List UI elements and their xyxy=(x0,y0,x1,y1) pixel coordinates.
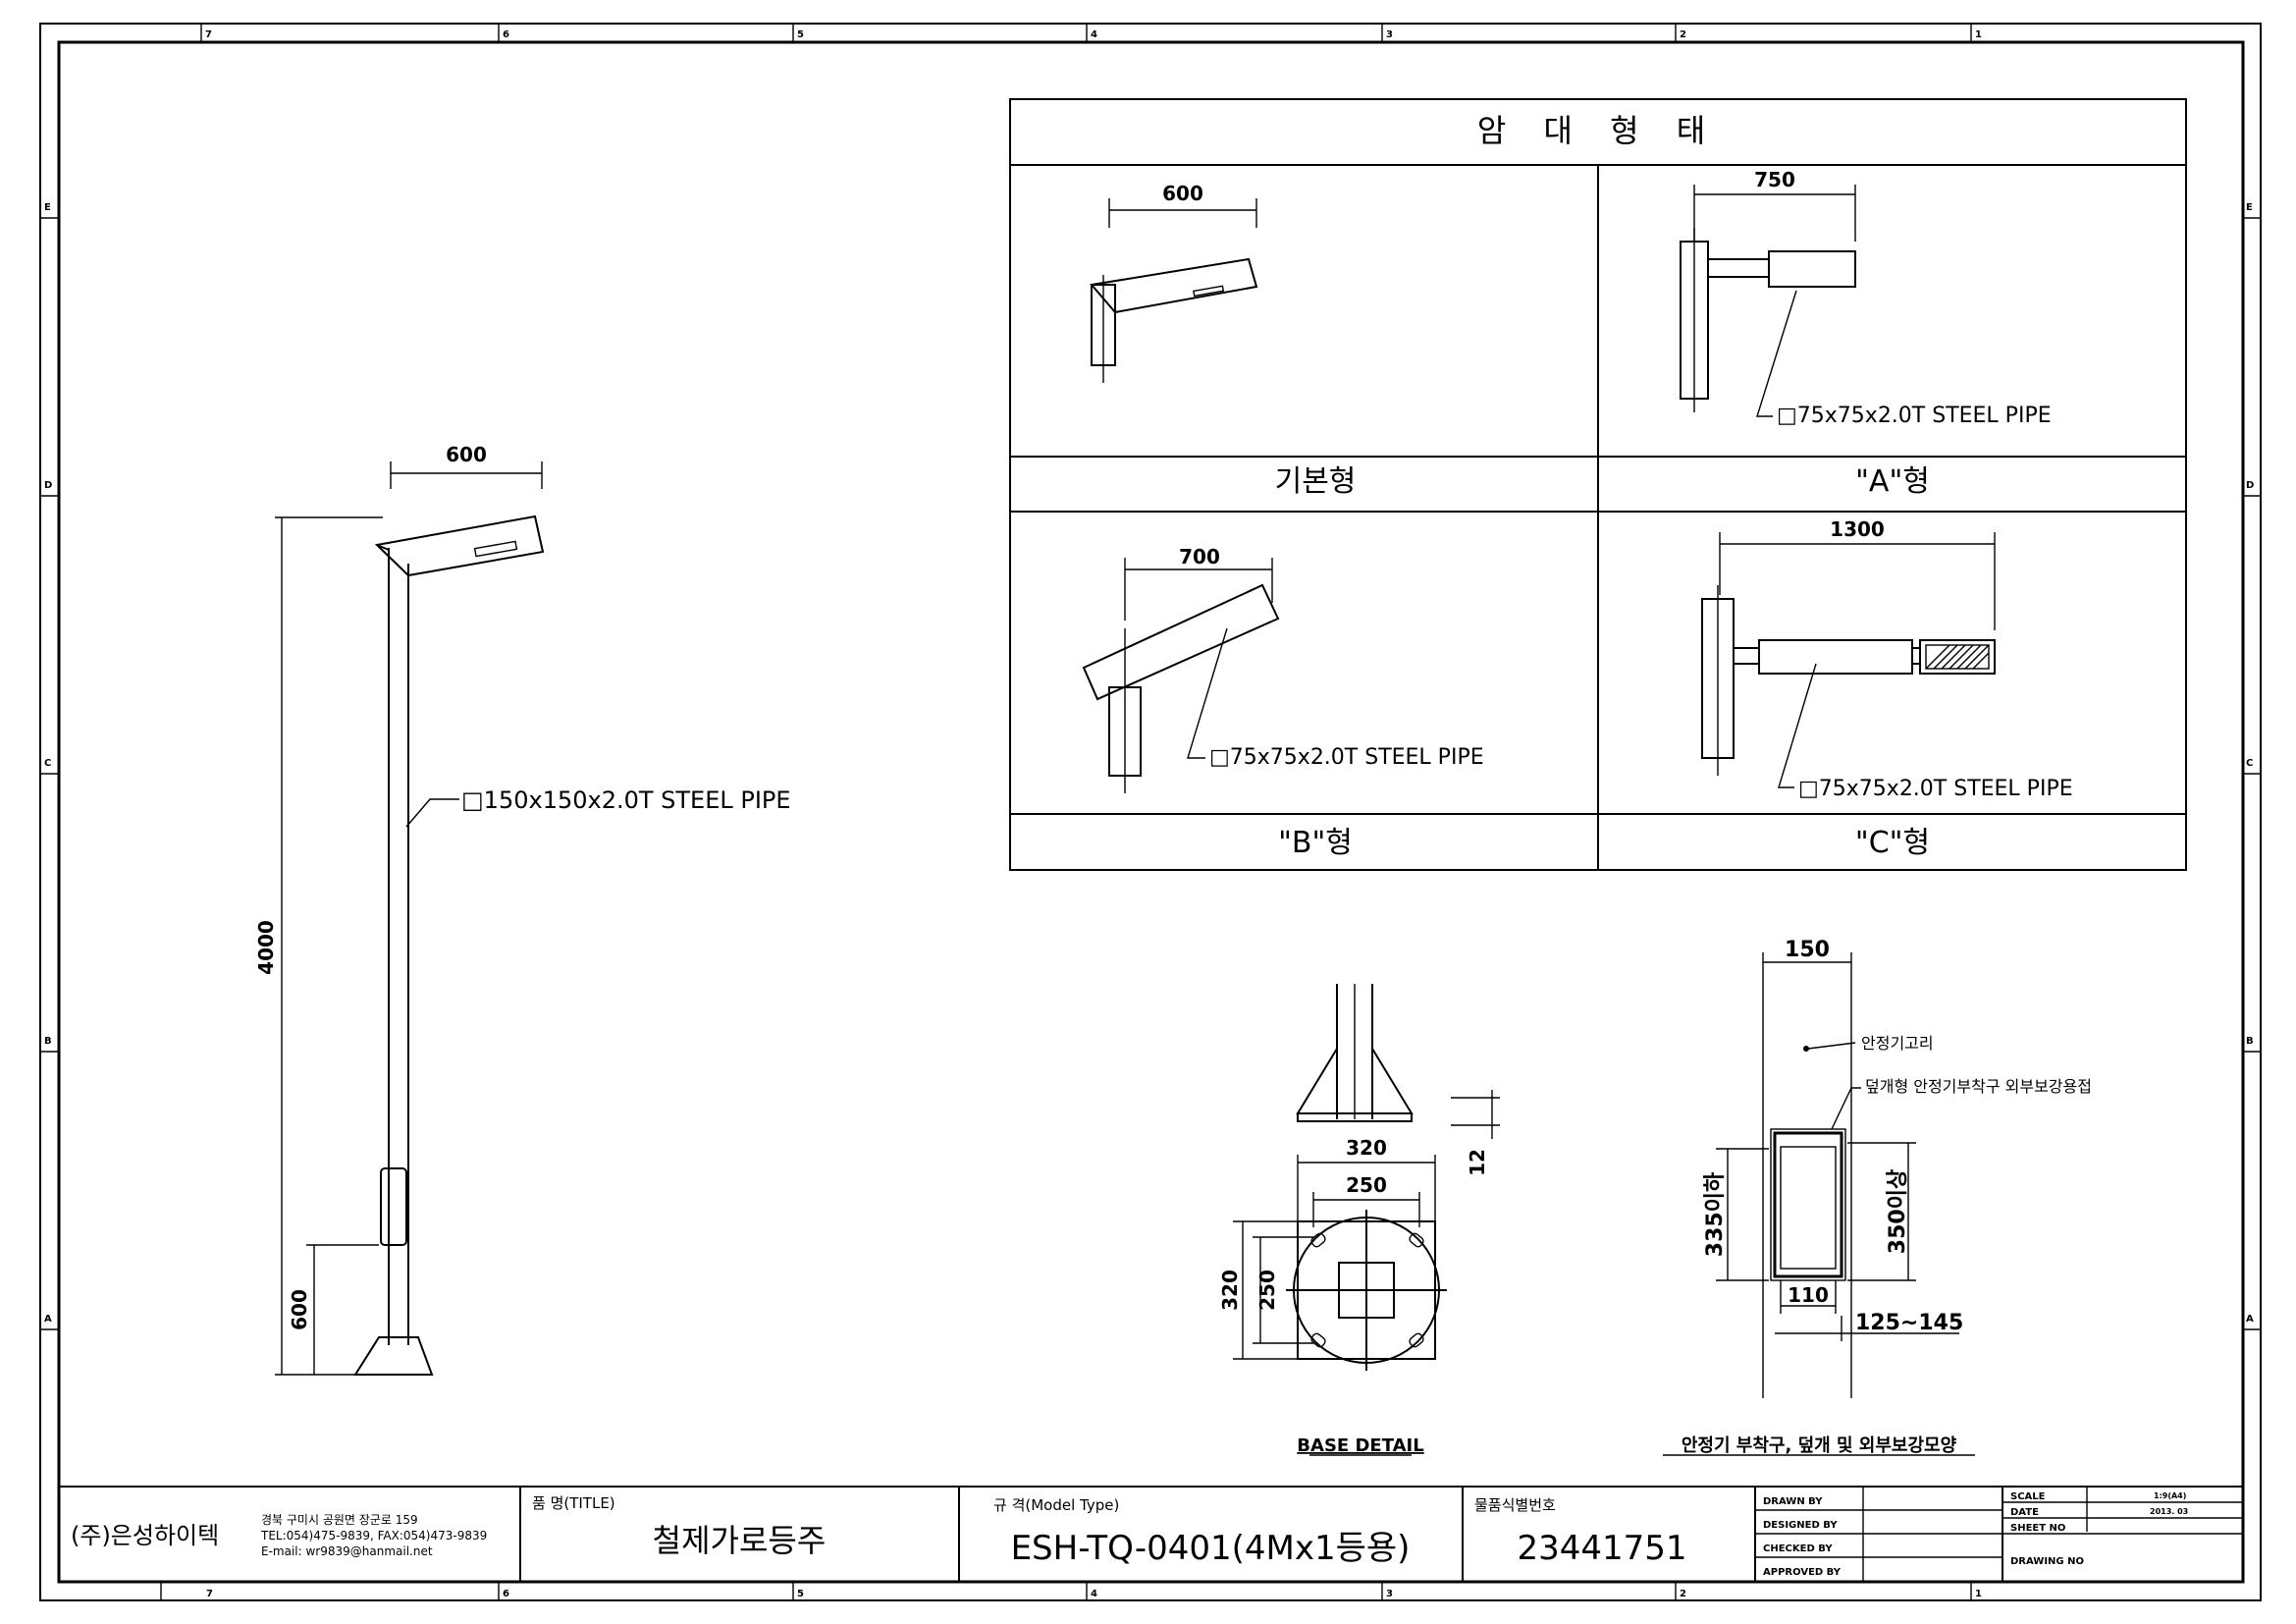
row-label-left: C xyxy=(44,758,51,769)
col-label-bottom: 4 xyxy=(1091,1589,1097,1599)
company-tel: TEL:054)475-9839, FAX:054)473-9839 xyxy=(260,1529,487,1543)
checked-by-label: CHECKED BY xyxy=(1763,1543,1833,1554)
scale-label: SCALE xyxy=(2010,1491,2046,1502)
title-label: 품 명(TITLE) xyxy=(532,1494,615,1512)
arm-b-name: "B"형 xyxy=(1278,826,1353,860)
base-dim-250-top: 250 xyxy=(1346,1173,1387,1197)
date-value: 2013. 03 xyxy=(2150,1507,2188,1516)
ballast-dim-110: 110 xyxy=(1788,1283,1829,1307)
ballast-dim-125: 125~145 xyxy=(1855,1311,1963,1335)
row-label-left: B xyxy=(44,1036,52,1047)
arm-b-drawing: 700 □75x75x2.0T STEEL PIPE xyxy=(1082,545,1484,793)
id-label: 물품식별번호 xyxy=(1474,1496,1556,1514)
row-label-right: C xyxy=(2246,758,2253,769)
pole-height-dim: 4000 xyxy=(254,920,278,975)
base-dim-320-top: 320 xyxy=(1346,1136,1387,1160)
row-label-left: D xyxy=(44,480,52,491)
col-label-top: 5 xyxy=(797,29,804,40)
col-label-top: 2 xyxy=(1680,29,1686,40)
grid-rows: E D C B A E D C B A xyxy=(40,202,2261,1330)
base-dim-320-side: 320 xyxy=(1218,1270,1242,1311)
grid-columns-top: 7 6 5 4 3 2 1 xyxy=(200,24,1982,42)
pole-pipe-label: □150x150x2.0T STEEL PIPE xyxy=(461,786,791,814)
drawing-label: DRAWING NO xyxy=(2010,1556,2084,1567)
base-dim-250-side: 250 xyxy=(1255,1270,1279,1311)
arm-basic-name: 기본형 xyxy=(1275,464,1357,499)
arm-type-table: 암 대 형 태 600 기본형 750 □75x75x2.0T STEEL PI… xyxy=(1009,98,2187,871)
base-detail: 12 320 250 320 250 BASE DETAIL xyxy=(1218,984,1500,1456)
outer-frame xyxy=(39,23,2262,1601)
col-label-top: 3 xyxy=(1386,29,1393,40)
base-detail-caption: BASE DETAIL xyxy=(1297,1435,1423,1456)
col-label-bottom: 1 xyxy=(1975,1589,1982,1599)
scale-value: 1:9(A4) xyxy=(2154,1491,2186,1500)
ballast-dim-350: 350이상 xyxy=(1886,1169,1910,1254)
ballast-detail: 150 안정기고리 덮개형 안정기부착구 외부보강용접 335이하 350이상 … xyxy=(1663,938,2092,1456)
row-label-left: A xyxy=(44,1314,52,1325)
arm-a-dim: 750 xyxy=(1754,168,1795,191)
ballast-dim-150: 150 xyxy=(1785,938,1830,962)
arm-c-dim: 1300 xyxy=(1830,517,1885,541)
col-label-top: 4 xyxy=(1091,29,1097,40)
col-label-bottom: 7 xyxy=(206,1589,213,1599)
pole-door-dim: 600 xyxy=(288,1289,311,1330)
inner-frame xyxy=(57,40,2245,1584)
base-dim-12: 12 xyxy=(1466,1149,1489,1176)
ballast-dim-335: 335이하 xyxy=(1703,1171,1728,1257)
col-label-top: 1 xyxy=(1975,29,1982,40)
col-label-bottom: 6 xyxy=(503,1589,509,1599)
sheet-label: SHEET NO xyxy=(2010,1523,2065,1534)
id-value: 23441751 xyxy=(1517,1529,1686,1568)
row-label-right: A xyxy=(2246,1314,2254,1325)
ballast-ring-label: 안정기고리 xyxy=(1861,1034,1934,1053)
ballast-caption: 안정기 부착구, 덮개 및 외부보강모양 xyxy=(1682,1435,1957,1456)
date-label: DATE xyxy=(2010,1507,2039,1518)
col-label-bottom: 5 xyxy=(797,1589,804,1599)
title-block: (주)은성하이텍 경북 구미시 공원면 장군로 159 TEL:054)475-… xyxy=(58,1486,2244,1583)
company-email: E-mail: wr9839@hanmail.net xyxy=(261,1544,433,1558)
arm-table-title: 암 대 형 태 xyxy=(1477,112,1719,149)
arm-b-dim: 700 xyxy=(1179,545,1220,568)
row-label-right: D xyxy=(2246,480,2254,491)
row-label-left: E xyxy=(44,202,51,213)
arm-basic-drawing: 600 xyxy=(1090,182,1258,383)
pole-elevation: 600 4000 600 □150x150x2.0T STEEL PIPE xyxy=(254,443,791,1376)
arm-c-pipe: □75x75x2.0T STEEL PIPE xyxy=(1798,777,2073,801)
arm-c-name: "C"형 xyxy=(1855,826,1930,860)
row-label-right: B xyxy=(2246,1036,2254,1047)
drawn-by-label: DRAWN BY xyxy=(1763,1496,1823,1507)
col-label-bottom: 3 xyxy=(1386,1589,1393,1599)
model-label: 규 격(Model Type) xyxy=(993,1496,1119,1514)
grid-columns-bottom: 7 6 5 4 3 2 1 xyxy=(160,1582,1982,1600)
col-label-top: 6 xyxy=(503,29,509,40)
col-label-bottom: 2 xyxy=(1680,1589,1686,1599)
arm-a-name: "A"형 xyxy=(1855,464,1930,499)
arm-b-pipe: □75x75x2.0T STEEL PIPE xyxy=(1209,745,1484,770)
ballast-cover-label: 덮개형 안정기부착구 외부보강용접 xyxy=(1865,1077,2092,1096)
model-value: ESH-TQ-0401(4Mx1등용) xyxy=(1011,1529,1411,1568)
title-value: 철제가로등주 xyxy=(653,1522,827,1559)
designed-by-label: DESIGNED BY xyxy=(1763,1520,1838,1531)
company-name: (주)은성하이텍 xyxy=(71,1522,219,1549)
arm-a-pipe: □75x75x2.0T STEEL PIPE xyxy=(1777,404,2052,428)
approved-by-label: APPROVED BY xyxy=(1763,1567,1842,1578)
row-label-right: E xyxy=(2246,202,2253,213)
arm-c-drawing: 1300 □75x75x2.0T STEEL PIPE xyxy=(1701,517,2073,801)
arm-a-drawing: 750 □75x75x2.0T STEEL PIPE xyxy=(1680,168,2052,428)
pole-arm-dim: 600 xyxy=(446,443,487,466)
col-label-top: 7 xyxy=(205,29,212,40)
company-address: 경북 구미시 공원면 장군로 159 xyxy=(261,1513,418,1527)
arm-basic-dim: 600 xyxy=(1162,182,1203,205)
